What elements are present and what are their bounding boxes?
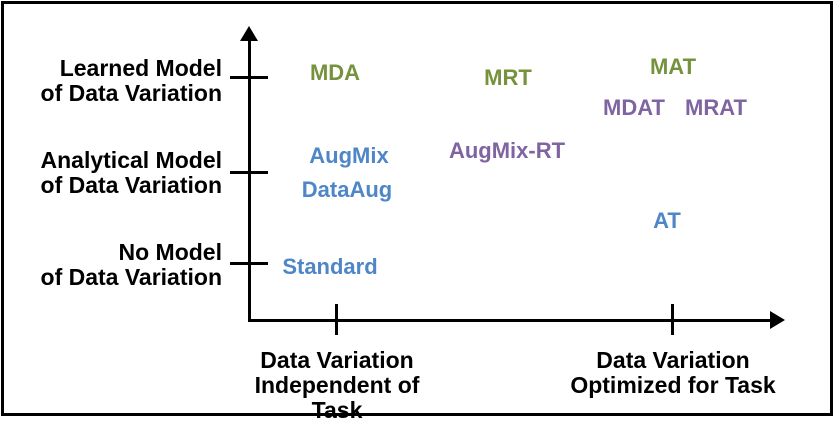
method-label-mdat: MDAT xyxy=(603,95,665,120)
x-axis-line xyxy=(248,319,771,322)
y-tick-no-model xyxy=(230,262,268,265)
x-tick-independent-of-task xyxy=(335,304,338,335)
y-axis-label-line: No Model xyxy=(118,239,223,265)
x-axis-label-optimized-for-task: Data Variation Optimized for Task xyxy=(563,348,783,398)
x-axis-label-line: Optimized for Task xyxy=(570,372,776,398)
method-label-mrt: MRT xyxy=(484,65,532,90)
y-axis-label-no-model: No Model of Data Variation xyxy=(10,240,222,290)
y-tick-analytical-model xyxy=(230,171,268,174)
method-label-mrat: MRAT xyxy=(685,95,747,120)
method-label-dataaug: DataAug xyxy=(301,177,393,202)
x-axis-label-independent-of-task: Data Variation Independent of Task xyxy=(227,348,447,423)
y-axis-label-line: of Data Variation xyxy=(40,80,222,106)
method-label-mda: MDA xyxy=(309,60,361,85)
method-label-at: AT xyxy=(653,208,681,233)
method-label-augmix-rt: AugMix-RT xyxy=(448,138,566,163)
figure-border xyxy=(1,1,833,416)
y-axis-line xyxy=(248,36,251,321)
y-axis-label-line: of Data Variation xyxy=(40,264,222,290)
y-axis-label-analytical-model: Analytical Model of Data Variation xyxy=(10,148,222,198)
x-tick-optimized-for-task xyxy=(671,304,674,335)
x-axis-label-line: Independent of Task xyxy=(254,372,420,423)
y-axis-arrowhead-icon xyxy=(240,26,258,41)
y-axis-label-line: Analytical Model xyxy=(40,147,222,173)
x-axis-arrowhead-icon xyxy=(770,311,785,329)
x-axis-label-line: Data Variation xyxy=(260,347,414,373)
y-axis-label-line: of Data Variation xyxy=(40,172,222,198)
method-label-standard: Standard xyxy=(282,254,378,279)
x-axis-label-line: Data Variation xyxy=(596,347,750,373)
method-label-mat: MAT xyxy=(649,54,697,79)
y-tick-learned-model xyxy=(230,76,268,79)
method-label-augmix: AugMix xyxy=(309,143,389,168)
y-axis-label-learned-model: Learned Model of Data Variation xyxy=(10,56,222,106)
y-axis-label-line: Learned Model xyxy=(59,55,222,81)
